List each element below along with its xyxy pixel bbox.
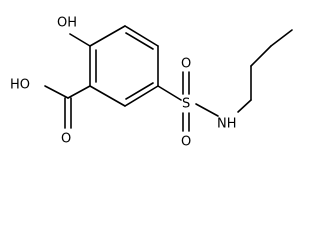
c2-c3-bond	[250, 45, 272, 67]
ring-bond-1-2	[89, 25, 126, 47]
carbonyl-oxygen-label: O	[61, 132, 71, 147]
carboxyl-hydroxy-label: HO	[10, 78, 30, 93]
structure-diagram: OH HO O S O O NH	[10, 16, 293, 150]
ring-bond-2-3-inner	[125, 32, 154, 50]
amine-label: NH	[217, 117, 237, 132]
hydroxy-bond	[69, 33, 91, 47]
hydroxy-label: OH	[57, 16, 77, 31]
atom-labels: OH HO O S O O NH	[10, 16, 237, 150]
ring-bond-4-5	[124, 85, 159, 107]
sulfonyl-oxygen-top-label: O	[181, 57, 191, 72]
ring-bond-4-5-inner	[125, 82, 154, 100]
nitrogen-c1-bond	[237, 99, 252, 113]
ring-bond-2-3	[124, 25, 159, 47]
carboxyl-oh-bond	[44, 85, 69, 99]
ring-sulfur-bond	[157, 85, 182, 101]
bonds	[44, 25, 293, 132]
sulfur-label: S	[182, 97, 190, 112]
c3-c4-bond	[270, 29, 293, 47]
carboxyl-bond	[67, 85, 91, 99]
ring-bond-5-6	[89, 85, 126, 107]
sulfonyl-oxygen-bottom-label: O	[181, 135, 191, 150]
sulfur-nitrogen-bond	[195, 103, 219, 117]
